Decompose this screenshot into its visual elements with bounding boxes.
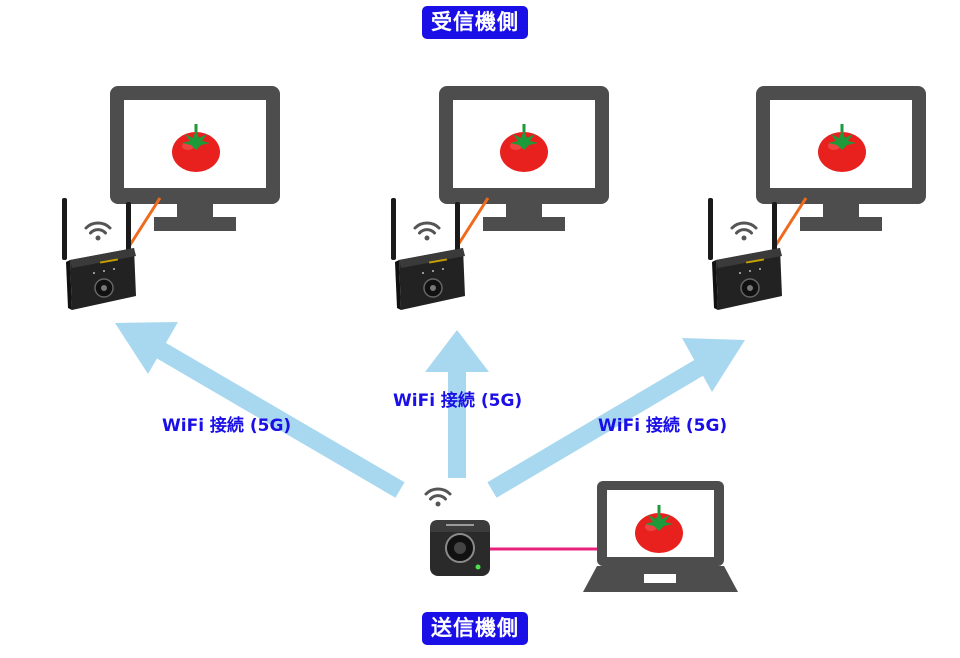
wifi-icon (413, 221, 441, 242)
wifi-receiver-icon (61, 197, 137, 311)
arrow-to-center-receiver (425, 330, 489, 478)
hdmi-cable (128, 197, 162, 246)
hdmi-cable (774, 197, 808, 246)
sender-side-title: 送信機側 (422, 612, 528, 645)
wifi-icon (84, 221, 112, 242)
wifi-arrows (115, 322, 745, 498)
wifi-receiver-icon (707, 197, 783, 311)
wifi-icon (730, 221, 758, 242)
wifi-connection-label-right: WiFi 接続 (5G) (598, 416, 728, 436)
receiver-station-left (61, 86, 280, 311)
receiver-station-center (390, 86, 609, 311)
wifi-icon (424, 487, 452, 508)
hdmi-cable (456, 197, 490, 246)
sender-station (424, 481, 738, 592)
arrow-to-right-receiver (487, 338, 745, 498)
wifi-transmitter-icon (430, 520, 490, 576)
wifi-connection-label-left: WiFi 接続 (5G) (162, 416, 292, 436)
receiver-station-right (707, 86, 926, 311)
wifi-connection-label-center: WiFi 接続 (5G) (393, 391, 523, 411)
arrow-to-left-receiver (115, 322, 405, 498)
wifi-receiver-icon (390, 197, 466, 311)
receiver-side-title: 受信機側 (422, 6, 528, 39)
